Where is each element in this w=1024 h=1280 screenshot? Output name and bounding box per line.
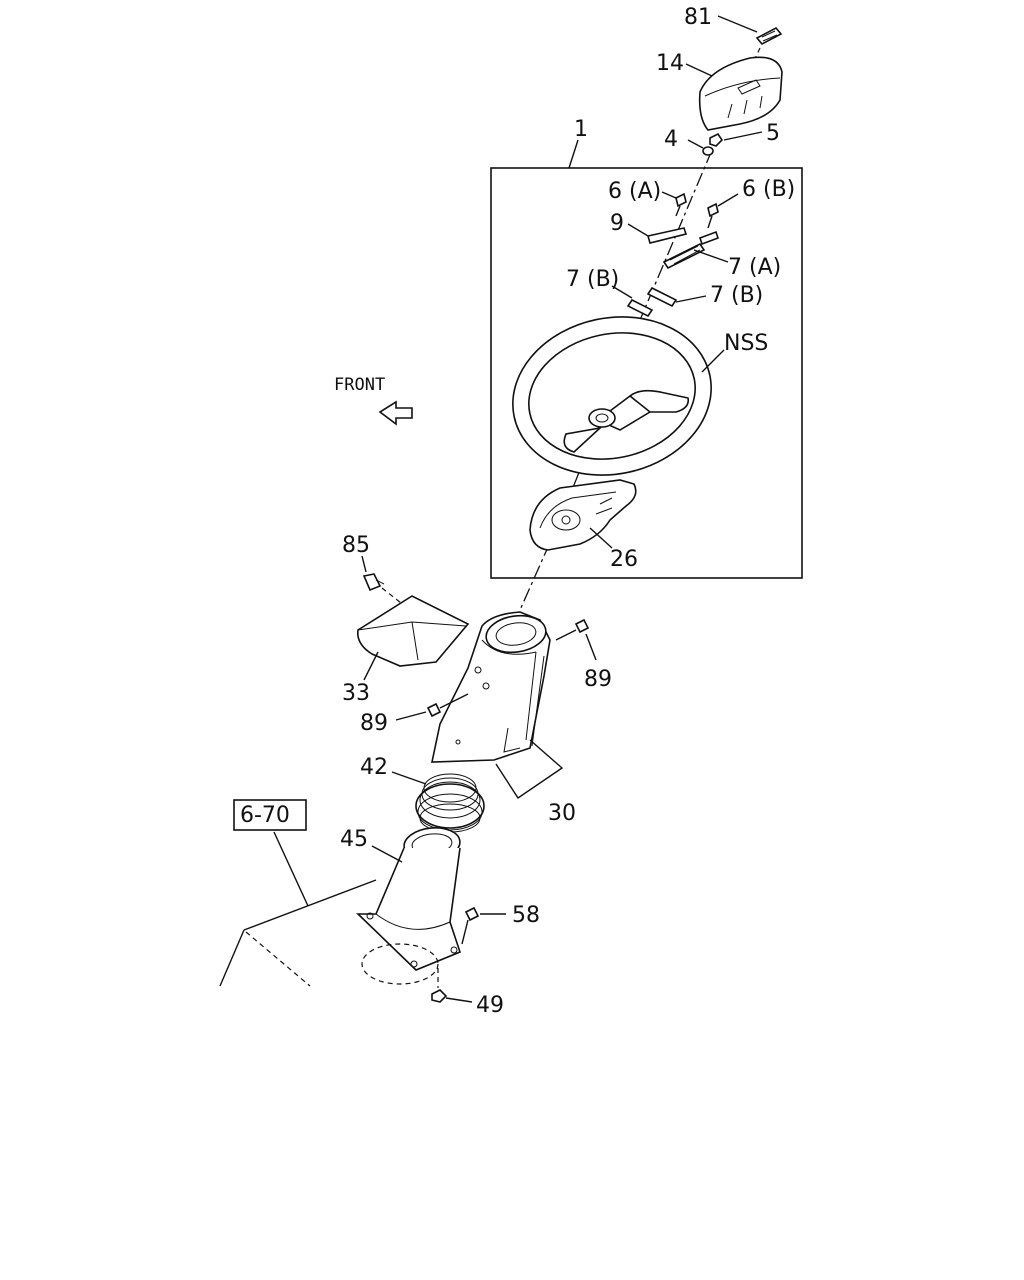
label-part-30: 30 <box>548 801 576 826</box>
label-part-45: 45 <box>340 827 368 852</box>
part-33-cover <box>356 595 470 681</box>
label-part-7b-right: 7 (B) <box>710 283 763 308</box>
part-49-nut <box>431 968 473 1003</box>
part-7a-contact <box>662 230 729 270</box>
part-14-horn-cover <box>685 56 783 131</box>
part-5-nut <box>709 131 763 147</box>
steering-wheel-nss <box>512 316 725 476</box>
part-58-bolt <box>461 906 506 945</box>
label-part-5: 5 <box>766 121 780 146</box>
part-7b-right-clip <box>646 286 707 308</box>
label-part-26: 26 <box>610 547 638 572</box>
part-30-column-cover <box>431 611 564 799</box>
part-6a-bolt <box>661 191 687 217</box>
front-direction-indicator <box>378 400 413 426</box>
label-part-81: 81 <box>684 5 712 30</box>
part-89-left-screw <box>395 693 469 721</box>
part-7b-left-clip <box>611 285 654 318</box>
part-4-washer <box>687 139 714 156</box>
label-part-49: 49 <box>476 993 504 1018</box>
reference-6-70 <box>233 799 309 907</box>
label-part-7b-left: 7 (B) <box>566 267 619 292</box>
part-85-clip <box>361 555 449 641</box>
part-42-bellows-boot <box>391 771 485 833</box>
cab-floor-outline <box>219 879 377 987</box>
label-part-33: 33 <box>342 681 370 706</box>
part-89-right-screw <box>555 618 597 661</box>
label-part-85: 85 <box>342 533 370 558</box>
label-front: FRONT <box>334 375 385 395</box>
part-6b-bolt <box>707 193 739 229</box>
label-nss: NSS <box>724 331 768 356</box>
label-part-9: 9 <box>610 211 624 236</box>
label-part-6a: 6 (A) <box>608 179 661 204</box>
front-arrow-icon <box>378 400 413 426</box>
label-part-6b: 6 (B) <box>742 177 795 202</box>
label-part-4: 4 <box>664 127 678 152</box>
label-part-7a: 7 (A) <box>728 255 781 280</box>
label-part-89-right: 89 <box>584 667 612 692</box>
label-part-42: 42 <box>360 755 388 780</box>
part-26-lower-cover <box>529 479 637 551</box>
label-part-14: 14 <box>656 51 684 76</box>
part-9-plate <box>627 223 688 244</box>
label-reference-6-70: 6-70 <box>240 803 290 828</box>
steering-wheel-assembly-box <box>490 167 803 579</box>
label-part-1: 1 <box>574 117 588 142</box>
part-45-column-base <box>356 827 461 985</box>
label-part-58: 58 <box>512 903 540 928</box>
label-part-89-left: 89 <box>360 711 388 736</box>
